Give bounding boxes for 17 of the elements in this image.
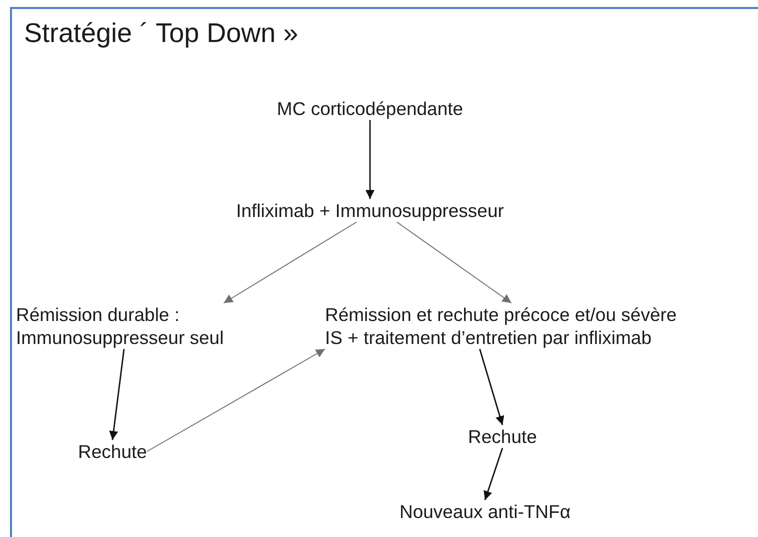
node-text: Rémission et rechute précoce et/ou sévère — [325, 303, 677, 326]
node-text: Infliximab + Immunosuppresseur — [236, 199, 504, 222]
arrow — [366, 120, 374, 199]
node-text: Rémission durable : — [16, 303, 180, 326]
node-text: MC corticodépendante — [276, 97, 464, 120]
node-text: Nouveaux anti-TNFα — [399, 500, 571, 523]
node-text: Rechute — [468, 425, 537, 448]
arrow — [223, 222, 358, 304]
node-text: Rechute — [78, 440, 147, 463]
node-text: IS + traitement d’entretien par infliximab — [325, 326, 652, 349]
arrow — [484, 448, 504, 500]
arrow — [109, 348, 125, 440]
title: Stratégie ´ Top Down » — [24, 18, 298, 49]
arrow — [479, 348, 504, 426]
arrow — [396, 222, 512, 304]
arrow — [146, 348, 326, 452]
node-text: Immunosuppresseur seul — [16, 326, 224, 349]
